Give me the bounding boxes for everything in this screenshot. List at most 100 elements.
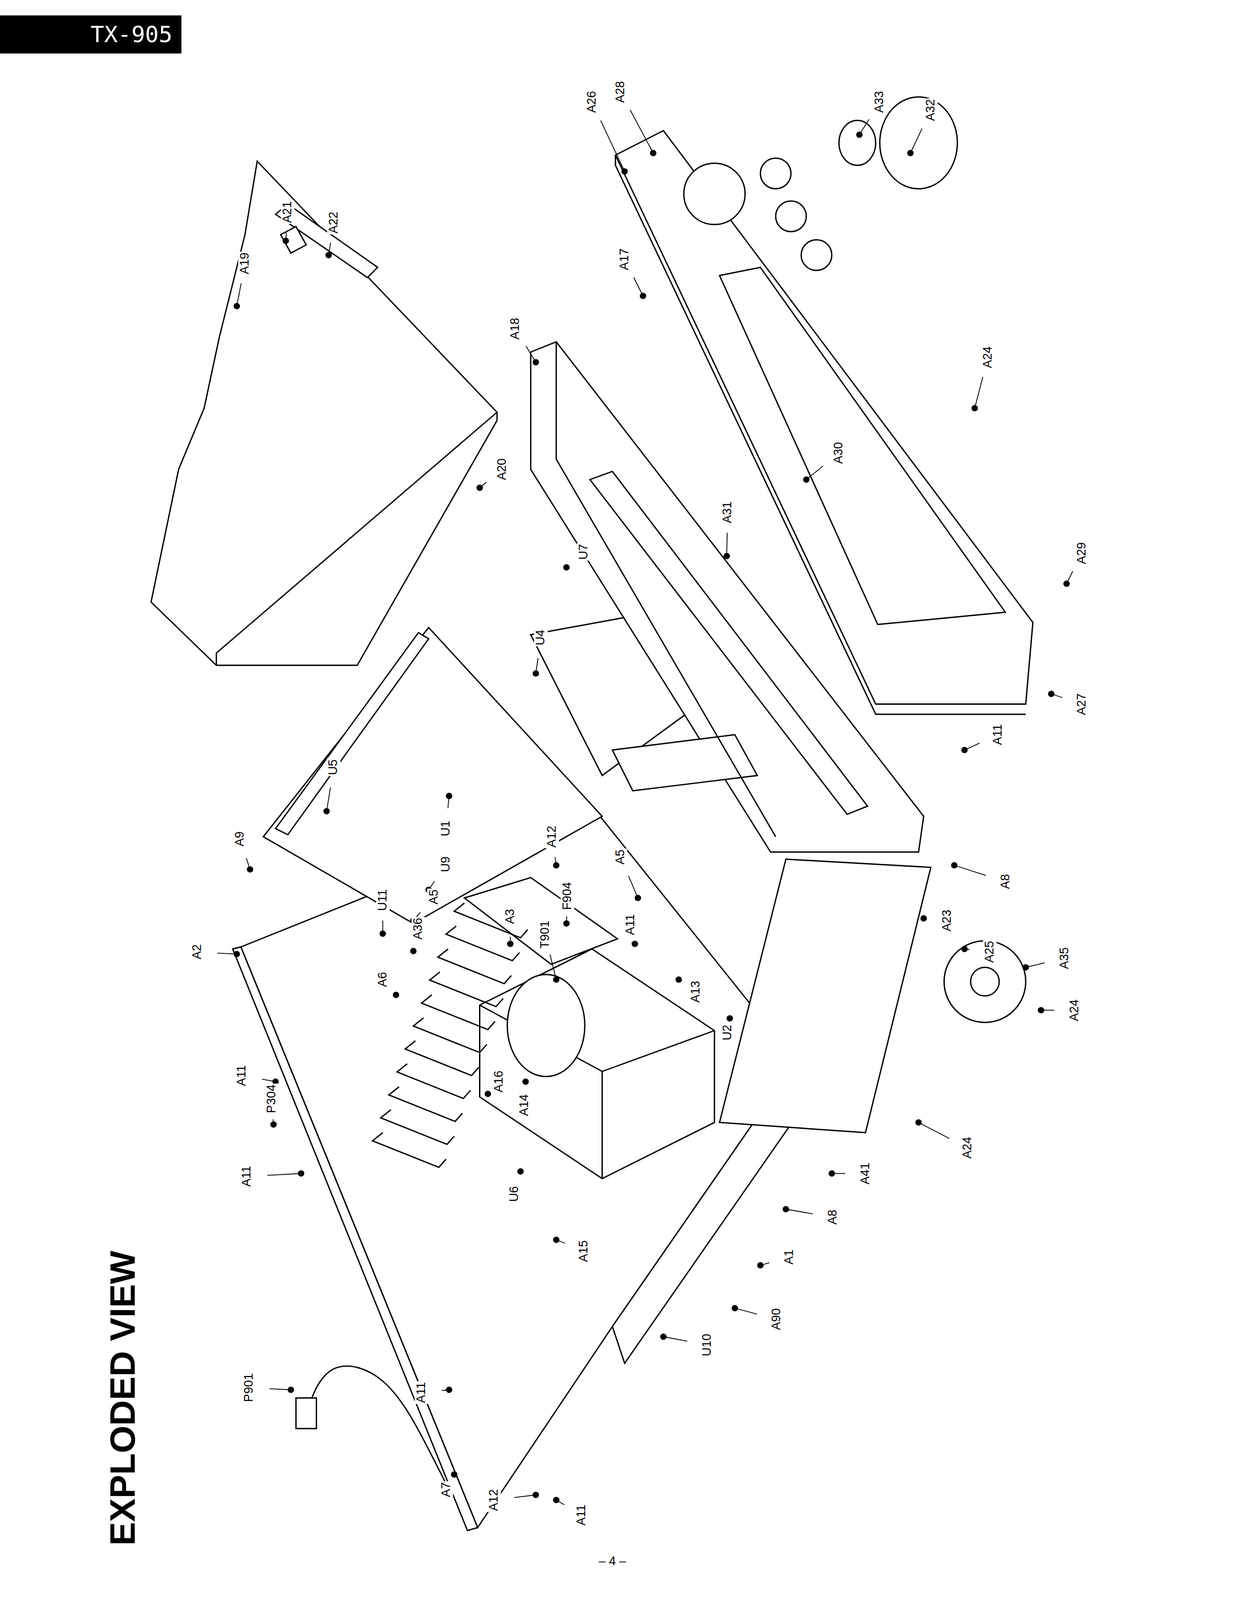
round-part <box>684 163 746 225</box>
leader-line <box>269 1388 291 1390</box>
callout-number: A11 <box>991 723 1006 747</box>
part-edge <box>556 342 776 837</box>
callout-number: A24 <box>1067 998 1082 1022</box>
screw-dot <box>553 1497 559 1503</box>
screw-dot <box>485 1091 491 1097</box>
screw-dot <box>553 977 559 983</box>
callout-number: A19 <box>238 251 252 275</box>
callout-number: A18 <box>508 316 523 341</box>
screw-dot <box>446 1387 452 1393</box>
callout-number: U9 <box>439 855 453 874</box>
screw-dot <box>803 477 809 483</box>
callout-number: A3 <box>503 908 518 925</box>
callout-number: A5 <box>613 848 628 866</box>
screw-dot <box>553 1237 559 1243</box>
callout-number: A21 <box>281 200 295 225</box>
callout-number: A28 <box>613 79 628 104</box>
screw-dot <box>635 895 641 901</box>
screw-dot <box>533 1492 539 1498</box>
screw-dot <box>732 1305 738 1311</box>
callout-number: U5 <box>327 758 341 777</box>
plug <box>296 1398 317 1430</box>
callout-number: T901 <box>538 919 553 950</box>
screw-dot <box>563 921 569 927</box>
callout-number: A32 <box>924 98 938 123</box>
callout-number: A29 <box>1075 541 1089 565</box>
callout-number: U11 <box>376 888 390 913</box>
screw-dot <box>650 150 656 156</box>
round-part <box>760 158 792 190</box>
callout-number: U10 <box>700 1333 714 1358</box>
round-part <box>970 967 1000 997</box>
heatsink-fin <box>396 1064 471 1100</box>
callout-number: A30 <box>832 441 846 465</box>
screw-dot <box>323 808 329 814</box>
callout-number: A5 <box>426 888 441 906</box>
screw-dot <box>1048 691 1054 697</box>
screw-dot <box>523 1079 529 1085</box>
callout-number: A23 <box>940 908 954 933</box>
leader-line <box>918 1122 950 1139</box>
part-outline <box>479 949 715 1179</box>
screw-dot <box>660 1334 666 1340</box>
screw-dot <box>563 564 569 570</box>
round-part <box>880 97 958 190</box>
heatsink-fin <box>380 1109 455 1145</box>
heatsink-fin <box>454 903 528 939</box>
callout-number: A41 <box>858 1161 873 1186</box>
screw-dot <box>446 793 452 799</box>
screw-dot <box>507 941 513 947</box>
screw-dot <box>907 150 913 156</box>
callout-number: A22 <box>327 210 341 235</box>
screw-dot <box>283 238 289 244</box>
callout-number: A2 <box>190 943 204 961</box>
parts-drawing <box>151 97 1073 1531</box>
screw-dot <box>234 951 240 957</box>
screw-dot <box>234 303 240 309</box>
part-outline <box>232 947 478 1531</box>
part-outline <box>612 734 758 792</box>
callout-number: A25 <box>983 940 998 964</box>
part-outline <box>590 471 868 815</box>
callout-number: P304 <box>264 1084 279 1115</box>
screw-dot <box>247 866 253 872</box>
screw-dot <box>757 1262 763 1268</box>
callout-number: A12 <box>545 825 559 849</box>
screw-dot <box>1038 1007 1044 1013</box>
callout-number: U4 <box>534 629 548 647</box>
part-outline <box>280 226 307 254</box>
screw-dot <box>270 1122 276 1128</box>
callout-number: A12 <box>487 1488 501 1512</box>
round-part <box>507 974 585 1077</box>
leader-line <box>806 465 824 480</box>
callout-number: A11 <box>234 1064 249 1087</box>
callout-number: A20 <box>495 457 509 482</box>
heatsink-fin <box>437 949 512 985</box>
screw-dot <box>1023 964 1029 970</box>
screw-dot <box>533 359 539 365</box>
callout-number: A11 <box>414 1381 429 1405</box>
screw-dot <box>380 931 386 937</box>
screw-dot <box>951 862 957 868</box>
leader-line <box>630 109 654 153</box>
model-name: TX-905 <box>90 21 173 48</box>
callout-number: A36 <box>411 916 426 941</box>
callout-number: A11 <box>240 1165 255 1189</box>
callout-number: A26 <box>585 90 599 114</box>
leader-line <box>628 875 639 899</box>
screw-dot <box>632 941 638 947</box>
callout-number: A27 <box>1075 692 1089 716</box>
part-outline <box>275 632 430 836</box>
screw-dot <box>477 485 483 491</box>
round-part <box>801 239 832 271</box>
part-edge <box>601 1071 603 1179</box>
callout-number: A11 <box>575 1504 589 1527</box>
leader-line <box>267 1173 301 1176</box>
round-part <box>839 120 876 166</box>
screw-dot <box>553 862 559 868</box>
screw-dot <box>533 670 539 676</box>
leader-line <box>910 128 923 154</box>
model-badge: TX-905 <box>0 15 182 54</box>
screw-dot <box>921 915 927 921</box>
